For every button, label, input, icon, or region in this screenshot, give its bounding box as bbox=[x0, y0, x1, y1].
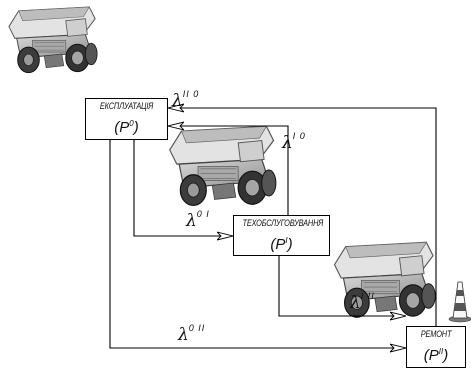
mining-truck-image-maintenance bbox=[169, 125, 277, 207]
transition-label-maintenance-to-repair: λI II bbox=[350, 291, 375, 313]
state-title-repair: РЕМОНТ bbox=[420, 329, 452, 339]
arrow-maintenance-to-operation bbox=[168, 126, 289, 215]
state-label-repair: (PII) bbox=[423, 347, 449, 364]
state-label-maintenance: (PI) bbox=[270, 236, 293, 253]
transition-label-operation-to-maintenance: λ0 I bbox=[186, 209, 210, 231]
arrow-repair-to-operation bbox=[168, 108, 437, 326]
transition-label-operation-to-repair: λ0 II bbox=[178, 323, 206, 345]
transition-label-repair-to-operation: λII 0 bbox=[172, 89, 200, 111]
state-box-operation: ЕКСПЛУАТАЦІЯ (P0) bbox=[85, 98, 168, 140]
mining-truck-image-operation bbox=[8, 6, 98, 74]
state-box-repair: РЕМОНТ (PII) bbox=[406, 326, 466, 368]
traffic-cone-icon bbox=[448, 281, 471, 323]
arrow-operation-to-maintenance bbox=[133, 140, 233, 236]
state-box-maintenance: ТЕХОБСЛУГОВУВАННЯ (PI) bbox=[233, 215, 330, 256]
arrow-operation-to-repair bbox=[109, 140, 406, 348]
transition-label-maintenance-to-operation: λI 0 bbox=[282, 131, 306, 153]
arrow-maintenance-to-repair bbox=[278, 256, 406, 316]
state-title-operation: ЕКСПЛУАТАЦІЯ bbox=[99, 101, 154, 111]
state-title-maintenance: ТЕХОБСЛУГОВУВАННЯ bbox=[242, 218, 324, 228]
state-label-operation: (P0) bbox=[114, 119, 139, 136]
